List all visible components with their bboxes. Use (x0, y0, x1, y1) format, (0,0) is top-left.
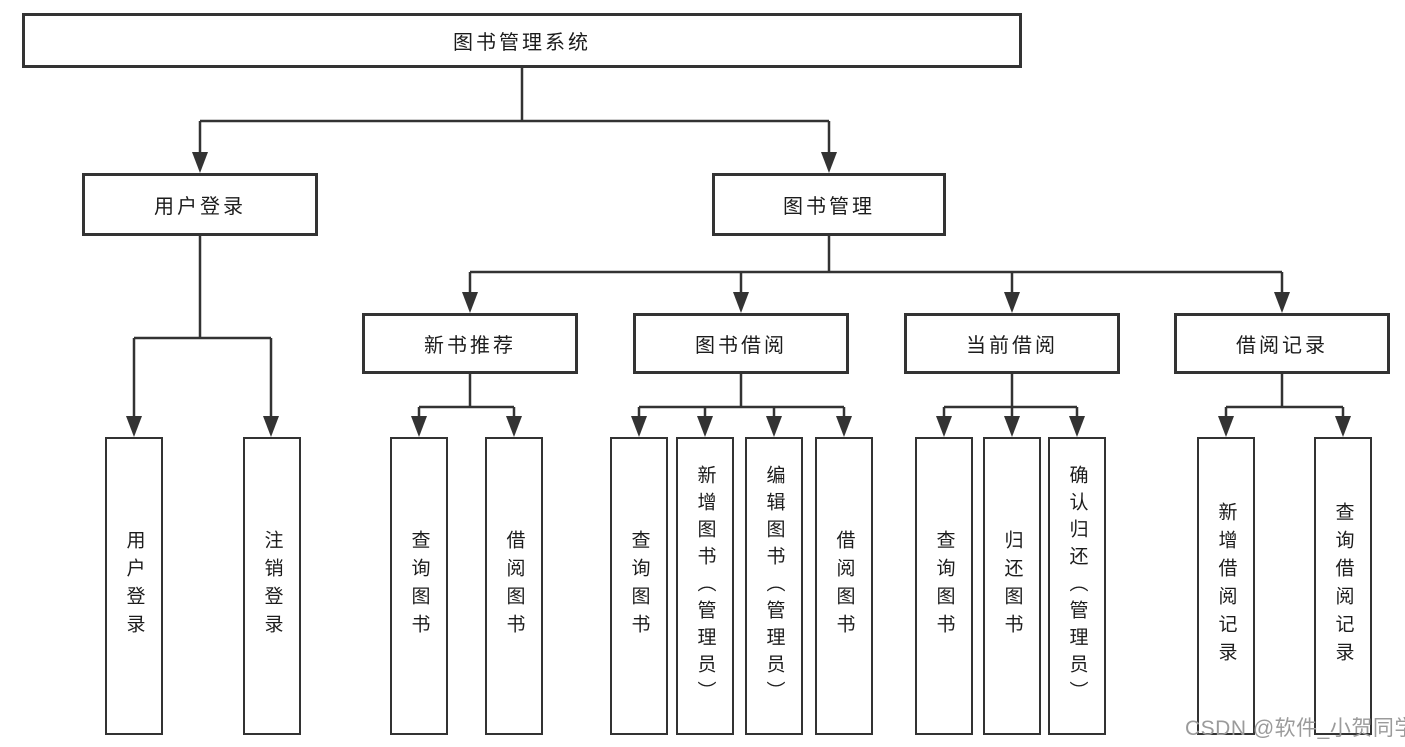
leaf-borrow-book-recommend-label: 借阅图书 (503, 530, 525, 642)
leaf-add-book-admin: 新增图书（管理员） (676, 437, 734, 735)
node-new-book-recommend: 新书推荐 (362, 313, 578, 374)
leaf-add-borrow-record: 新增借阅记录 (1197, 437, 1255, 735)
leaf-confirm-return-admin: 确认归还（管理员） (1048, 437, 1106, 735)
leaf-query-book-recommend-label: 查询图书 (408, 530, 430, 642)
node-book-borrow-label: 图书借阅 (695, 335, 787, 357)
leaf-query-book-current-label: 查询图书 (933, 530, 955, 642)
leaf-confirm-return-admin-label: 确认归还（管理员） (1066, 464, 1088, 708)
leaf-borrow-book: 借阅图书 (815, 437, 873, 735)
leaf-add-book-admin-label: 新增图书（管理员） (694, 464, 716, 708)
node-book-management-label: 图书管理 (783, 196, 875, 218)
node-root: 图书管理系统 (22, 13, 1022, 68)
leaf-borrow-book-label: 借阅图书 (833, 530, 855, 642)
node-user-login: 用户登录 (82, 173, 318, 236)
node-user-login-label: 用户登录 (154, 196, 246, 218)
leaf-query-borrow-record-label: 查询借阅记录 (1332, 502, 1354, 670)
node-book-management: 图书管理 (712, 173, 946, 236)
node-book-borrow: 图书借阅 (633, 313, 849, 374)
leaf-return-book: 归还图书 (983, 437, 1041, 735)
leaf-edit-book-admin-label: 编辑图书（管理员） (763, 464, 785, 708)
leaf-user-login-label: 用户登录 (123, 530, 145, 642)
leaf-query-borrow-record: 查询借阅记录 (1314, 437, 1372, 735)
leaf-logout-label: 注销登录 (261, 530, 283, 642)
csdn-watermark: CSDN @软件_小贺同学 (1185, 717, 1405, 740)
leaf-user-login: 用户登录 (105, 437, 163, 735)
node-current-borrow-label: 当前借阅 (966, 335, 1058, 357)
leaf-query-book-borrow-label: 查询图书 (628, 530, 650, 642)
leaf-return-book-label: 归还图书 (1001, 530, 1023, 642)
node-root-label: 图书管理系统 (453, 32, 591, 54)
leaf-query-book-recommend: 查询图书 (390, 437, 448, 735)
arrowheads (126, 152, 1351, 437)
node-new-book-recommend-label: 新书推荐 (424, 335, 516, 357)
leaf-query-book-borrow: 查询图书 (610, 437, 668, 735)
leaf-edit-book-admin: 编辑图书（管理员） (745, 437, 803, 735)
node-current-borrow: 当前借阅 (904, 313, 1120, 374)
leaf-borrow-book-recommend: 借阅图书 (485, 437, 543, 735)
leaf-query-book-current: 查询图书 (915, 437, 973, 735)
node-borrow-record: 借阅记录 (1174, 313, 1390, 374)
leaf-add-borrow-record-label: 新增借阅记录 (1215, 502, 1237, 670)
node-borrow-record-label: 借阅记录 (1236, 335, 1328, 357)
leaf-logout: 注销登录 (243, 437, 301, 735)
